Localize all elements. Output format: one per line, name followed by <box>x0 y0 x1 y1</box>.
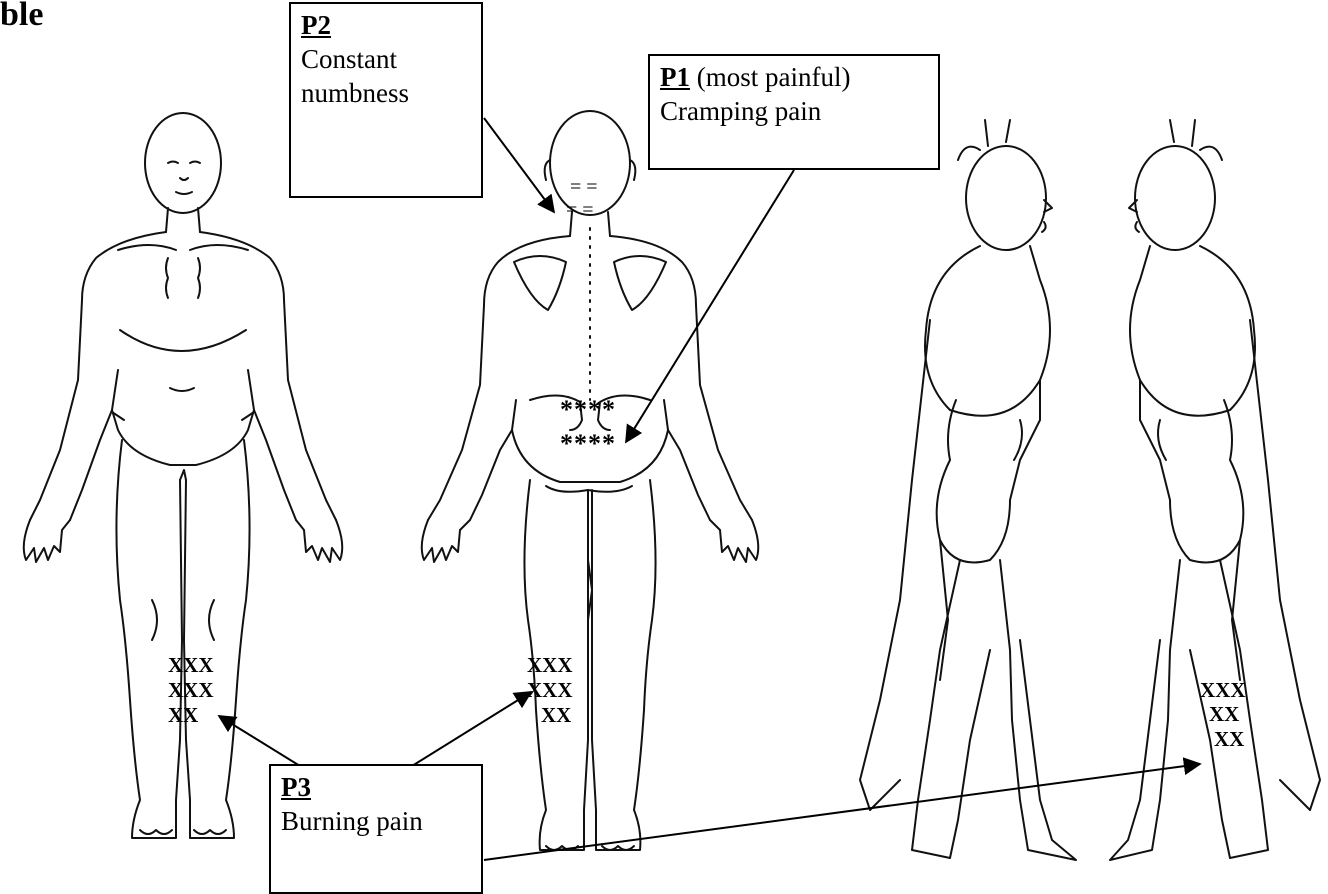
p1-description: Cramping pain <box>660 94 928 128</box>
p1-callout: P1 (most painful) Cramping pain <box>648 54 940 170</box>
p3-description: Burning pain <box>281 804 471 838</box>
side-leg-mark-row3: XX <box>1214 727 1244 751</box>
p2-description-line2: numbness <box>301 76 471 110</box>
neck-mark-row1: = = <box>570 176 598 198</box>
lower-back-mark-row1: **** <box>560 395 616 424</box>
front-leg-mark-row1: XXX <box>168 653 214 677</box>
front-leg-mark-row2: XXX <box>168 678 214 702</box>
p2-arrow <box>484 118 554 212</box>
back-view-figure <box>422 111 759 850</box>
p1-label: P1 <box>660 62 690 92</box>
p2-description-line1: Constant <box>301 42 471 76</box>
p2-label: P2 <box>301 10 331 40</box>
side-leg-mark-row1: XXX <box>1200 678 1246 702</box>
p2-callout: P2 Constant numbness <box>289 2 483 198</box>
p1-qualifier: (most painful) <box>690 62 850 92</box>
side-leg-mark-row2: XX <box>1209 702 1239 726</box>
back-leg-mark-row2: XXX <box>527 678 573 702</box>
p3-arrow-side <box>484 764 1200 860</box>
p3-arrow-back <box>412 692 531 766</box>
p1-arrow <box>626 170 794 442</box>
p3-label: P3 <box>281 772 311 802</box>
right-side-view-figure <box>860 120 1076 860</box>
lower-back-mark-row2: **** <box>560 429 616 458</box>
neck-mark-row2: = = <box>566 199 594 221</box>
back-leg-mark-row3: XX <box>541 703 571 727</box>
front-view-figure <box>24 113 343 838</box>
front-leg-mark-row3: XX <box>168 703 198 727</box>
back-leg-mark-row1: XXX <box>527 653 573 677</box>
p3-callout: P3 Burning pain <box>269 764 483 894</box>
